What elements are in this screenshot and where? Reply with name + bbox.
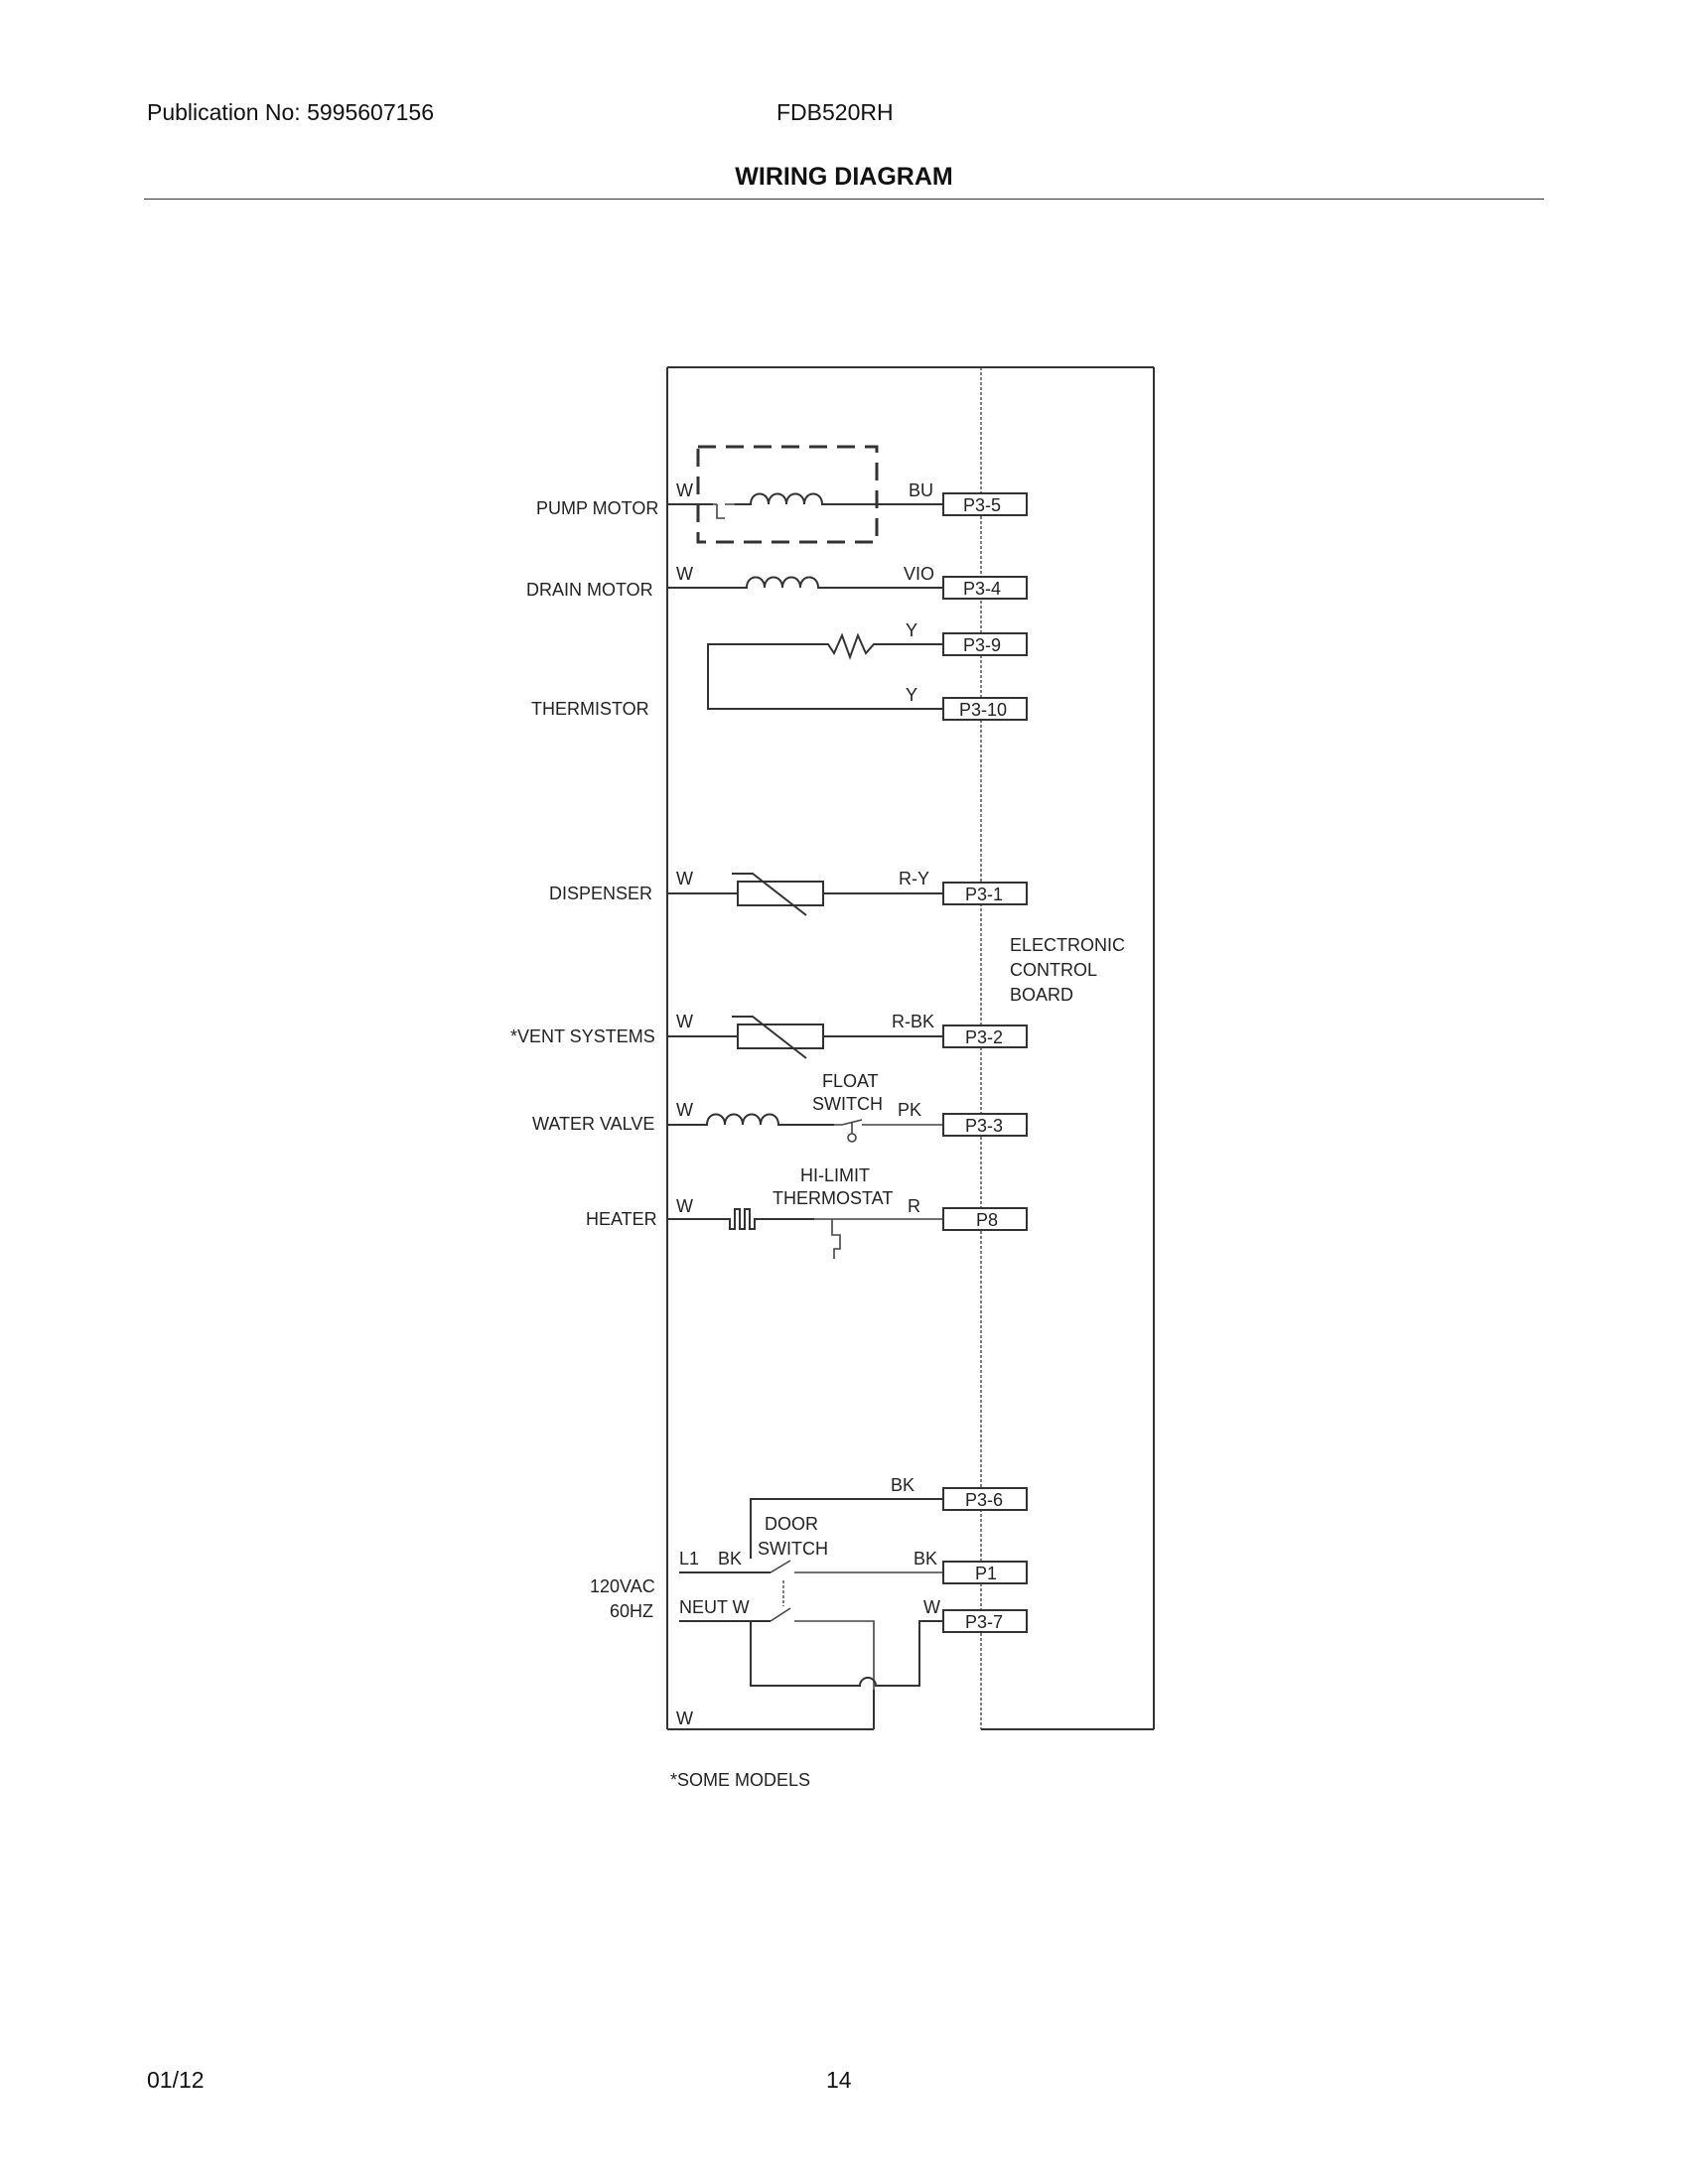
door-switch-top-wire [750, 1498, 943, 1559]
board-label-line1: ELECTRONIC [1010, 935, 1125, 955]
neutral-label: NEUT W [679, 1597, 750, 1617]
disp-wire-right-color: R-Y [899, 869, 929, 888]
connector-p8 [942, 1207, 1028, 1231]
neutral-return-wire [750, 1620, 943, 1687]
connector-p3-10-label: P3-10 [959, 700, 1007, 720]
heater-wire-right-color: R [908, 1196, 920, 1216]
vent-wire-left-color: W [676, 1012, 693, 1031]
vent-wire-right-color: R-BK [892, 1012, 934, 1031]
valve-wire-right-color: PK [898, 1100, 921, 1120]
pump-thermal-protector-icon [713, 503, 735, 519]
connector-p1-label: P1 [975, 1564, 997, 1583]
page-number: 14 [826, 2067, 852, 2093]
connector-p3-7 [942, 1609, 1028, 1633]
pump-wire-right-color: BU [909, 480, 933, 500]
connector-p3-6 [942, 1487, 1028, 1511]
valve-wire-left-color: W [676, 1100, 693, 1120]
vent-element-icon [737, 1024, 824, 1049]
connector-p3-4 [942, 576, 1028, 600]
publication-number: Publication No: 5995607156 [147, 99, 435, 125]
door-wire-top-color: BK [891, 1475, 914, 1495]
page-title: WIRING DIAGRAM [735, 163, 953, 191]
water-valve-label: WATER VALVE [532, 1114, 654, 1134]
heater-element-icon [667, 1208, 814, 1230]
connector-p3-5 [942, 492, 1028, 516]
connector-p3-5-label: P3-5 [963, 495, 1001, 515]
neut-right-color: W [923, 1597, 940, 1617]
connector-p3-4-label: P3-4 [963, 579, 1001, 599]
connector-p3-2-label: P3-2 [965, 1027, 1003, 1047]
dispenser-label: DISPENSER [549, 884, 652, 903]
heater-label: HEATER [586, 1209, 657, 1229]
door-switch-pole-2-icon [770, 1607, 875, 1690]
drain-motor-label: DRAIN MOTOR [526, 580, 653, 600]
connector-p3-9 [942, 632, 1028, 656]
connector-p3-6-label: P3-6 [965, 1490, 1003, 1510]
bottom-wire-color: W [676, 1708, 693, 1728]
therm-wire-top-color: Y [906, 620, 917, 640]
header-divider [144, 199, 1544, 200]
connector-p3-3-label: P3-3 [965, 1116, 1003, 1136]
hi-limit-thermostat-icon [814, 1218, 943, 1259]
hi-limit-label-1: HI-LIMIT [800, 1165, 870, 1185]
door-switch-label-2: SWITCH [758, 1539, 828, 1559]
heater-wire-left-color: W [676, 1196, 693, 1216]
connector-p3-2 [942, 1024, 1028, 1048]
l1-right-color: BK [914, 1549, 937, 1569]
drain-motor-coil-icon [667, 576, 943, 589]
hi-limit-label-2: THERMOSTAT [773, 1188, 893, 1208]
drain-wire-right-color: VIO [904, 564, 934, 584]
supply-voltage-label: 120VAC [590, 1576, 655, 1596]
connector-p3-1-label: P3-1 [965, 885, 1003, 904]
pump-motor-enclosure [696, 445, 879, 544]
therm-wire-bottom-color: Y [906, 685, 917, 705]
dispenser-variable-icon [732, 873, 807, 916]
float-icon [847, 1133, 857, 1143]
vent-variable-icon [732, 1016, 807, 1059]
board-label-line2: CONTROL [1010, 960, 1097, 980]
pump-wire-left-color: W [676, 480, 693, 500]
model-number: FDB520RH [776, 99, 894, 125]
l1-label: L1 [679, 1549, 699, 1569]
board-label-line3: BOARD [1010, 985, 1073, 1005]
connector-p3-3 [942, 1113, 1028, 1137]
water-valve-coil-icon [667, 1113, 834, 1126]
connector-p3-7-label: P3-7 [965, 1612, 1003, 1632]
footer-date: 01/12 [147, 2067, 205, 2093]
thermistor-label: THERMISTOR [531, 699, 649, 719]
pump-coil-icon [735, 492, 943, 505]
thermistor-resistor-icon [707, 632, 943, 710]
door-switch-pole-1-icon [770, 1560, 943, 1573]
pump-motor-label: PUMP MOTOR [536, 498, 658, 518]
dispenser-element-icon [737, 881, 824, 906]
l1-color-label: BK [718, 1549, 742, 1569]
connector-p3-10 [942, 697, 1028, 721]
vent-systems-label: *VENT SYSTEMS [510, 1026, 655, 1046]
connector-p8-label: P8 [976, 1210, 998, 1230]
connector-p3-9-label: P3-9 [963, 635, 1001, 655]
door-switch-label-1: DOOR [765, 1514, 818, 1534]
connector-p1 [942, 1561, 1028, 1584]
connector-p3-1 [942, 882, 1028, 905]
drain-wire-left-color: W [676, 564, 693, 584]
footnote: *SOME MODELS [670, 1770, 810, 1790]
float-switch-icon [834, 1119, 943, 1134]
disp-wire-left-color: W [676, 869, 693, 888]
float-switch-label-2: SWITCH [812, 1094, 883, 1114]
float-switch-label-1: FLOAT [822, 1071, 879, 1091]
supply-frequency-label: 60HZ [610, 1601, 653, 1621]
